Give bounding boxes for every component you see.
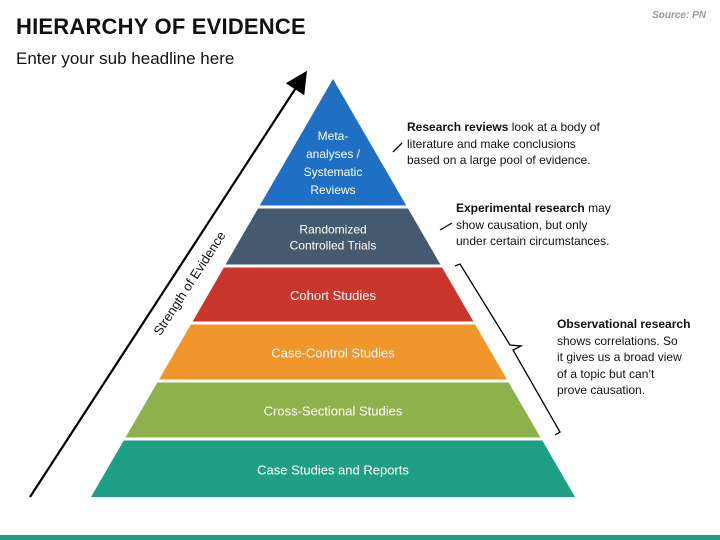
page-title: HIERARCHY OF EVIDENCE (16, 14, 306, 39)
tier-label-randomized-controlled-trials: Controlled Trials (290, 239, 377, 253)
tier-cross-sectional-studies (125, 382, 541, 438)
tier-case-control-studies (159, 324, 507, 380)
note-research-reviews-bold: Research reviews (407, 120, 509, 134)
note-observational-line5: prove causation. (557, 383, 646, 397)
tier-label-meta-analyses: analyses / (306, 147, 361, 161)
pyramid-tiers: Meta-analyses / SystematicReviewsRandomiz… (91, 79, 575, 497)
tier-label-meta-analyses: Reviews (310, 183, 355, 197)
tier-label-randomized-controlled-trials: Randomized (299, 223, 366, 237)
note-experimental-line2: show causation, but only (456, 217, 588, 232)
tier-randomized-controlled-trials (225, 208, 441, 265)
note-experimental-bold: Experimental research (456, 201, 585, 215)
bracket-experimental (439, 222, 453, 231)
note-experimental: Experimental research may show causation… (456, 200, 636, 250)
tier-label-cross-sectional-studies: Cross-Sectional Studies (264, 404, 403, 419)
tier-label-meta-analyses: Meta- (318, 129, 349, 143)
note-research-reviews: Research reviews look at a body of liter… (407, 119, 617, 169)
bracket-observational (454, 263, 561, 436)
strength-label-bg (146, 225, 232, 341)
strength-arrow (29, 70, 307, 498)
note-research-reviews-line3: based on a large pool of evidence. (407, 153, 591, 167)
note-research-reviews-line2: literature and make conclusions (407, 136, 576, 151)
tier-label-cohort-studies: Cohort Studies (290, 288, 376, 303)
note-observational-line3: it gives us a broad view (557, 350, 682, 364)
note-research-reviews-line1: look at a body of (508, 120, 600, 134)
note-observational-line4: of a topic but can’t (557, 366, 655, 381)
tier-label-case-studies-and-reports: Case Studies and Reports (257, 462, 409, 477)
source-label: Source: PN (652, 10, 706, 21)
bottom-accent-bar (0, 535, 720, 540)
note-experimental-line1: may (584, 201, 611, 215)
tier-case-studies-and-reports (91, 440, 575, 497)
note-observational: Observational research shows correlation… (557, 316, 717, 399)
note-experimental-line3: under certain circumstances. (456, 234, 610, 248)
tier-label-meta-analyses: Systematic (304, 165, 363, 179)
page-subtitle: Enter your sub headline here (16, 49, 235, 68)
bracket-research-reviews (392, 142, 403, 153)
tier-label-case-control-studies: Case-Control Studies (271, 346, 395, 361)
note-observational-line2: shows correlations. So (557, 333, 678, 348)
tier-cohort-studies (192, 267, 474, 322)
tier-meta-analyses (259, 79, 407, 206)
note-observational-bold: Observational research (557, 317, 691, 331)
